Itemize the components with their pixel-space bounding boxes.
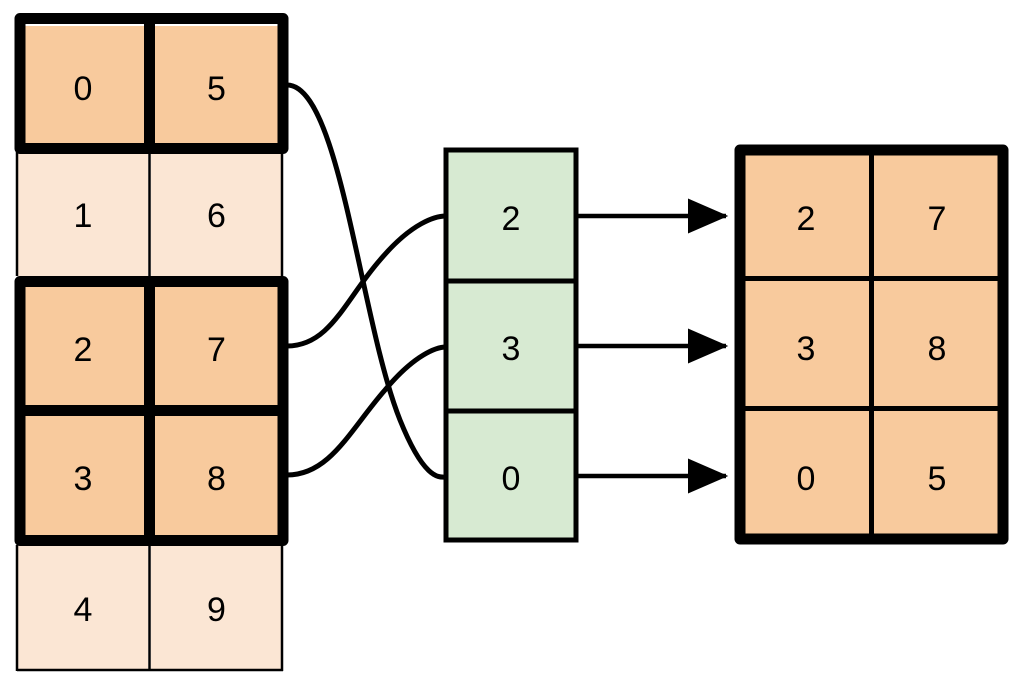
mapping-connectors [284,82,449,480]
source-cell-r3c1 [151,415,282,536]
result-array [734,144,1009,545]
source-cell-r3c0 [18,415,148,536]
result-outer-border [734,144,1009,545]
source-array [14,13,289,672]
result-cell-r0c1 [873,152,1001,276]
result-grid-thin [742,152,1001,536]
index-cell-1 [446,281,576,411]
result-arrows [578,198,729,494]
source-highlight-row0-border [14,13,289,154]
source-cell-r1c0 [18,152,148,276]
source-grid-thin [15,152,284,672]
result-cell-r2c0 [742,411,870,536]
index-array [443,147,579,543]
index-cell-0 [446,150,576,281]
index-cell-2 [446,411,576,540]
source-cell-r2c1 [151,287,282,405]
source-cell-r1c1 [151,152,282,276]
connector-source3-to-index1 [284,344,449,478]
result-cell-r2c1 [873,411,1001,536]
source-cell-r4c0 [18,545,148,670]
source-cell-r0c0 [18,26,148,147]
connector-source0-to-index2 [284,82,449,480]
result-cell-r0c0 [742,152,870,276]
source-cell-r4c1 [151,545,282,670]
connector-source2-to-index0 [284,213,449,349]
source-cell-r0c1 [151,26,282,147]
source-cell-r2c0 [18,287,148,405]
result-cell-r1c0 [742,281,870,406]
result-cell-r1c1 [873,281,1001,406]
source-highlight-rows23-border [14,276,289,546]
